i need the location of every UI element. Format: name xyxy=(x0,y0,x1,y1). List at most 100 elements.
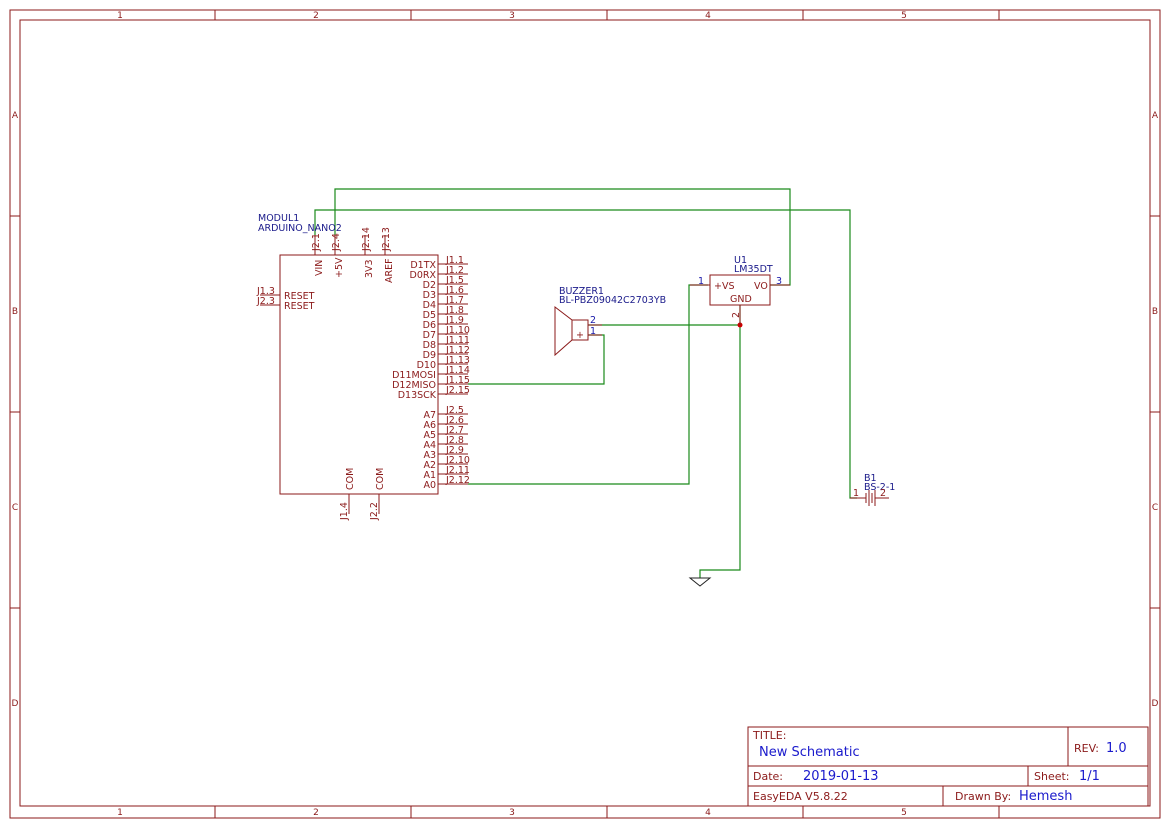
zone-col-label: 1 xyxy=(117,11,123,21)
pin-number: J1.14 xyxy=(445,365,470,376)
pin-name: A6 xyxy=(423,420,436,431)
pin-name: A1 xyxy=(423,470,436,481)
pin-name: A3 xyxy=(423,450,436,461)
software-label: EasyEDA V5.8.22 xyxy=(753,790,848,803)
pin-number: J1.7 xyxy=(445,295,464,306)
date-label: Date: xyxy=(753,770,783,783)
pin-name: AREF xyxy=(384,258,395,283)
pin-name: D0RX xyxy=(410,270,437,281)
buzzer-horn xyxy=(554,305,573,357)
pin-name: D13SCK xyxy=(398,390,437,401)
pin-name: RESET xyxy=(284,291,315,302)
buzzer-plus: + xyxy=(576,330,584,341)
zone-col-label: 1 xyxy=(117,808,123,818)
pin-number: J2.13 xyxy=(381,227,392,252)
buzzer-ref: BUZZER1 xyxy=(559,286,604,297)
pin-number: J2.9 xyxy=(445,445,464,456)
pin-number: J1.5 xyxy=(445,275,464,286)
pin-number: 1 xyxy=(853,488,859,499)
u1-ref: U1 xyxy=(734,255,747,266)
drawn-by-label: Drawn By: xyxy=(955,790,1011,803)
buzzer-body xyxy=(571,319,589,341)
zone-col-label: 5 xyxy=(901,808,907,818)
pin-number: J2.3 xyxy=(256,296,275,307)
zone-row-label: A xyxy=(12,111,19,121)
pin-number: J1.9 xyxy=(445,315,464,326)
modul1-ref: MODUL1 xyxy=(258,213,299,224)
pin-number: J1.11 xyxy=(445,335,470,346)
pin-name: D11MOSI xyxy=(392,370,436,381)
pin-number: J1.4 xyxy=(339,502,350,521)
component-u1[interactable]: U1 LM35DT 1 +VS 3 VO 2 GND xyxy=(690,255,790,325)
pin-name: 3V3 xyxy=(364,259,375,278)
sheet-value: 1/1 xyxy=(1079,769,1100,784)
pin-name: D7 xyxy=(423,330,436,341)
pin-number: 1 xyxy=(698,276,704,287)
pin-number: J1.10 xyxy=(445,325,470,336)
pin-name: COM xyxy=(375,468,386,490)
wire-5v-vo[interactable] xyxy=(334,188,791,286)
pin-name: A2 xyxy=(423,460,436,471)
b1-value: BS-2-1 xyxy=(864,482,895,493)
zone-row-label: D xyxy=(12,699,19,709)
pin-name: COM xyxy=(345,468,356,490)
pin-name: +5V xyxy=(334,257,345,278)
column-labels-bottom: 1 2 3 4 5 xyxy=(117,808,907,818)
wire-vin-battery[interactable] xyxy=(314,209,857,499)
pin-number: 2 xyxy=(731,312,742,318)
pin-number: J1.15 xyxy=(445,375,470,386)
pin-number: J2.15 xyxy=(445,385,470,396)
pin-name: A7 xyxy=(423,410,436,421)
pin-number: J2.11 xyxy=(445,465,470,476)
component-modul1[interactable]: MODUL1 ARDUINO_NANO2 J2.1 J2.4 J2.14 J2.… xyxy=(256,213,470,521)
pin-name: D12MISO xyxy=(392,380,436,391)
pin-name: D2 xyxy=(423,280,436,291)
pin-number: J2.8 xyxy=(445,435,464,446)
pin-number: J1.13 xyxy=(445,355,470,366)
title-value: New Schematic xyxy=(759,745,860,760)
pin-number: J2.6 xyxy=(445,415,464,426)
pin-number: J2.12 xyxy=(445,475,470,486)
pin-name: A0 xyxy=(423,480,436,491)
pin-name: D4 xyxy=(423,300,436,311)
pin-name: GND xyxy=(730,294,752,305)
pin-number: J1.8 xyxy=(445,305,464,316)
pin-name: A4 xyxy=(423,440,436,451)
zone-col-label: 5 xyxy=(901,11,907,21)
wire-gnd-ground[interactable] xyxy=(699,305,741,578)
zone-row-label: C xyxy=(12,503,18,513)
pin-name: D8 xyxy=(423,340,436,351)
pin-number: J2.14 xyxy=(361,227,372,252)
modul1-left-pins: J1.3 J2.3 RESET RESET xyxy=(256,286,315,312)
zone-col-label: 2 xyxy=(313,11,319,21)
pin-number: J2.2 xyxy=(369,502,380,521)
zone-col-label: 3 xyxy=(509,11,515,21)
pin-number: 2 xyxy=(880,488,886,499)
u1-value: LM35DT xyxy=(734,264,773,275)
pin-name: VIN xyxy=(314,260,325,276)
drawing-frame xyxy=(9,9,1161,819)
pin-number: J2.1 xyxy=(311,233,322,252)
column-labels-top: 1 2 3 4 5 xyxy=(117,11,907,21)
row-labels-right: A B C D xyxy=(1152,111,1159,709)
pin-number: J1.2 xyxy=(445,265,464,276)
component-b1[interactable]: B1 BS-2-1 1 2 xyxy=(850,473,895,506)
rev-value: 1.0 xyxy=(1106,741,1127,756)
zone-row-label: A xyxy=(1152,111,1159,121)
pin-number: 3 xyxy=(776,276,782,287)
wire-d12-buzzer[interactable] xyxy=(468,334,605,385)
pin-name: D1TX xyxy=(410,260,436,271)
modul1-value: ARDUINO_NANO2 xyxy=(258,223,342,234)
zone-row-label: D xyxy=(1152,699,1159,709)
row-labels-left: A B C D xyxy=(12,111,19,709)
pin-name: D10 xyxy=(417,360,436,371)
pin-name: A5 xyxy=(423,430,436,441)
pin-number: J1.12 xyxy=(445,345,470,356)
component-buzzer1[interactable]: BUZZER1 BL-PBZ09042C2703YB 2 1 + xyxy=(554,286,666,357)
pin-number: J1.1 xyxy=(445,255,464,266)
date-value: 2019-01-13 xyxy=(803,769,879,784)
drawn-by-value: Hemesh xyxy=(1019,789,1072,804)
